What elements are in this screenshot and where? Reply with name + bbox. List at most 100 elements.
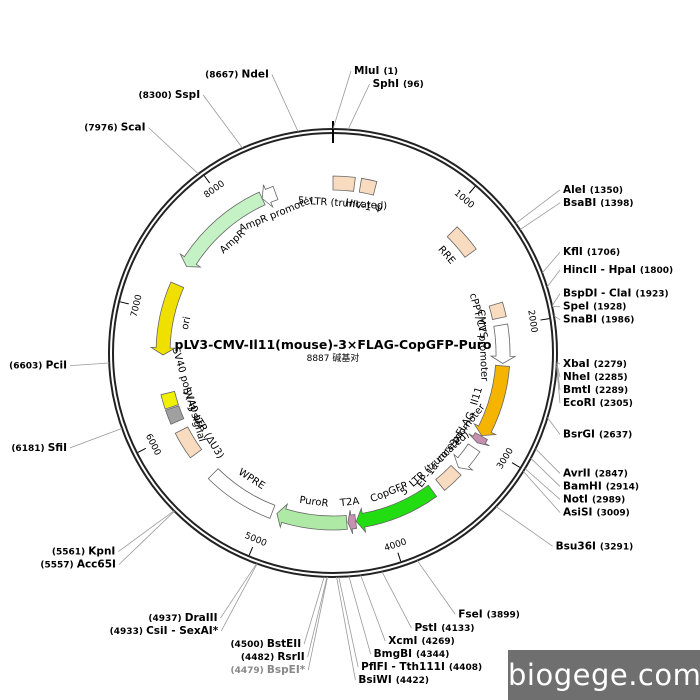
tick-label: 6000 [143, 432, 162, 457]
site-leader-line [336, 576, 356, 681]
site-ecori: EcoRI(2305) [563, 397, 633, 409]
site-position: (5561) [52, 548, 88, 558]
site-name: NotI [563, 493, 588, 505]
site-position: (5557) [40, 561, 76, 571]
site-bsabi: BsaBI(1398) [563, 197, 634, 209]
tick-mark [203, 175, 211, 184]
site-sphi: SphI(96) [373, 78, 424, 90]
site-sfii: (6181) SfiI [11, 442, 67, 454]
site-pcii: (6603) PciI [9, 360, 67, 372]
restriction-sites: MluI(1)SphI(96) AleI (1350)BsaBI(1398) KflI… [9, 65, 673, 686]
tick-mark [137, 447, 147, 453]
site-position: (3009) [596, 508, 629, 518]
site-leader-line [307, 576, 328, 671]
site-rsrii: (4482) RsrII [241, 651, 305, 663]
site-name: XcmI [388, 635, 417, 647]
site-position: (4344) [416, 650, 449, 660]
site-kpni: (5561) KpnI [52, 546, 115, 558]
site-name: AvrII [563, 467, 591, 479]
map-length: 8887 碱基对 [307, 352, 360, 364]
site-position: (6181) [11, 444, 47, 454]
site-position: (7976) [84, 124, 120, 134]
site-position: (1350) [590, 186, 623, 196]
site-name: PflFI - Tth111I [361, 661, 445, 673]
site-fsei: FseI(3899) [458, 608, 520, 620]
site-name: SfiI [48, 442, 67, 454]
site-kfli: KflI(1706) [563, 246, 620, 258]
site-leader-line [546, 269, 561, 288]
site-position: (3291) [600, 542, 633, 552]
watermark-logo: biogege.com [508, 650, 700, 700]
tick-label: 5000 [243, 531, 268, 549]
tick-mark [248, 546, 254, 556]
site-position: (1800) [640, 266, 673, 276]
site-position: (4479) [230, 666, 266, 676]
site-name: HincII - HpaI [563, 264, 636, 276]
site-leader-line [556, 361, 561, 365]
tick-label: 8000 [202, 179, 227, 201]
site-sspi: (8300) SspI [138, 89, 200, 101]
site-leader-line [556, 363, 561, 391]
feature-label: CMV promoter [475, 309, 490, 382]
tick-label: 3000 [495, 446, 516, 471]
site-name: BamHI [563, 480, 602, 492]
site-position: (2914) [606, 482, 639, 492]
site-leader-line [348, 576, 372, 655]
site-name: XbaI [563, 358, 590, 370]
feature-cppt-cts [488, 301, 507, 320]
site-bsu36i: Bsu36I (3291) [556, 540, 634, 552]
site-position: (1986) [601, 316, 634, 326]
site-leader-line [416, 560, 456, 615]
site-noti: NotI (2989) [563, 493, 625, 505]
site-bspdi-clai: BspDI - ClaI (1923) [563, 288, 669, 300]
site-position: (2637) [599, 430, 632, 440]
site-position: (4500) [230, 640, 266, 650]
site-leader-line [556, 365, 561, 404]
tick-label: 1000 [452, 188, 476, 211]
site-name: SspI [175, 89, 200, 101]
site-name: PstI [415, 622, 438, 634]
site-csii-sexai: (4933) CsiI - SexAI* [110, 625, 219, 637]
site-name: BmgBI [374, 648, 412, 660]
site-position: (6603) [9, 362, 45, 372]
site-asisi: AsiSI(3009) [563, 506, 630, 518]
feature-ampr-promoter [261, 184, 279, 209]
site-leader-line [118, 510, 175, 552]
site-name: SphI [373, 78, 399, 90]
site-leader-line [522, 470, 561, 513]
feature-copgfp [355, 484, 438, 534]
site-leader-line [347, 83, 370, 130]
site-name: Bsu36I [556, 540, 596, 552]
site-leader-line [220, 563, 257, 619]
tick-mark [119, 301, 129, 305]
site-xbai: XbaI(2279) [563, 358, 627, 370]
site-leader-line [553, 315, 561, 321]
feature-label: Il11 [469, 386, 485, 407]
site-position: (1923) [635, 290, 668, 300]
feature-cmv-promoter [489, 323, 517, 364]
site-leader-line [530, 457, 561, 487]
site-position: (4937) [148, 614, 184, 624]
site-leader-line [495, 506, 553, 547]
site-position: (2989) [592, 495, 625, 505]
feature-t2a [347, 510, 358, 535]
site-name: FseI [458, 608, 482, 620]
site-leader-line [551, 293, 561, 307]
feature-label: PuroR [299, 495, 329, 510]
site-position: (1398) [600, 199, 633, 209]
site-position: (8667) [205, 70, 241, 80]
site-name: AleI [563, 184, 586, 196]
site-leader-line [535, 448, 561, 474]
site-leader-line [360, 575, 386, 642]
site-name: BspDI - ClaI [563, 288, 631, 300]
site-leader-line [541, 251, 561, 274]
site-leader-line [202, 94, 243, 149]
site-mlui: MluI(1) [354, 65, 398, 77]
site-name: CsiI - SexAI* [146, 625, 219, 637]
feature-5-ltr-truncated [435, 464, 462, 491]
feature-3-ltr-u3 [174, 426, 203, 459]
site-leader-line [69, 427, 123, 449]
